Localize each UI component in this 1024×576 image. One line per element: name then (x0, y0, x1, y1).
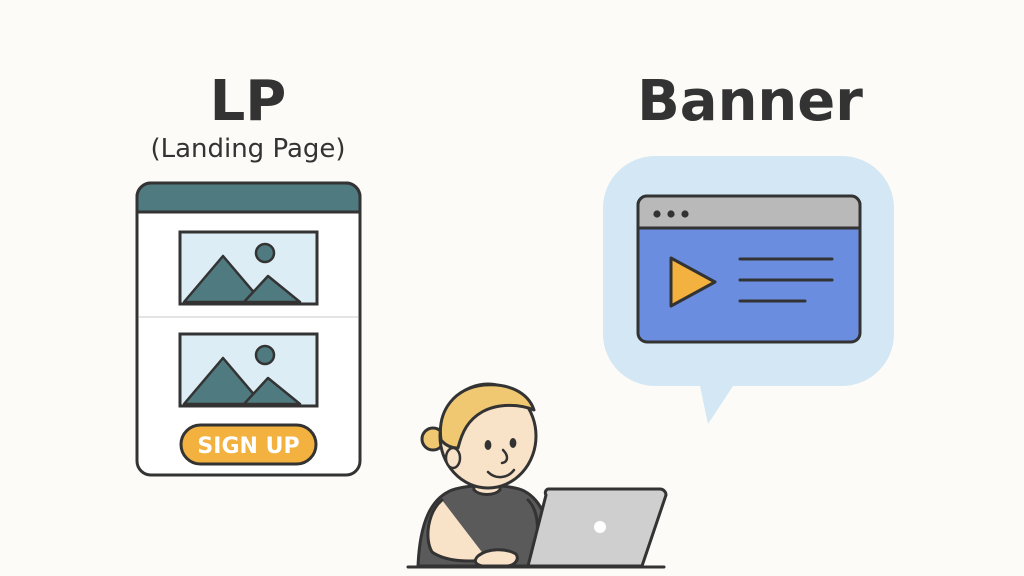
person-eye-right (509, 438, 517, 448)
person-nose (500, 448, 509, 465)
lp-page-header (135, 181, 362, 214)
person-mouth (486, 468, 516, 479)
laptop-logo-icon (594, 521, 606, 533)
banner-speech-bubble (603, 156, 894, 424)
signup-button-label: SIGN UP (197, 434, 299, 459)
browser-title-bar (636, 194, 862, 230)
person-ear (444, 446, 462, 470)
person-eye-left (484, 440, 492, 450)
lp-mockup: SIGN UP (135, 181, 362, 477)
banner-browser-window (636, 194, 862, 344)
person-with-laptop (406, 382, 668, 569)
banner-title: Banner (637, 69, 863, 134)
image-placeholder-icon (178, 230, 319, 306)
image-placeholder-icon (178, 332, 319, 408)
play-icon (669, 256, 717, 308)
person-hair (438, 383, 536, 450)
browser-dots-icon (653, 210, 689, 218)
laptop (526, 487, 668, 568)
signup-button[interactable]: SIGN UP (179, 423, 318, 466)
lp-title: LP (209, 69, 287, 134)
lp-subtitle: (Landing Page) (150, 134, 346, 164)
person-left-arm (426, 498, 490, 563)
person-hand (473, 548, 519, 568)
text-lines-icon (738, 257, 834, 303)
